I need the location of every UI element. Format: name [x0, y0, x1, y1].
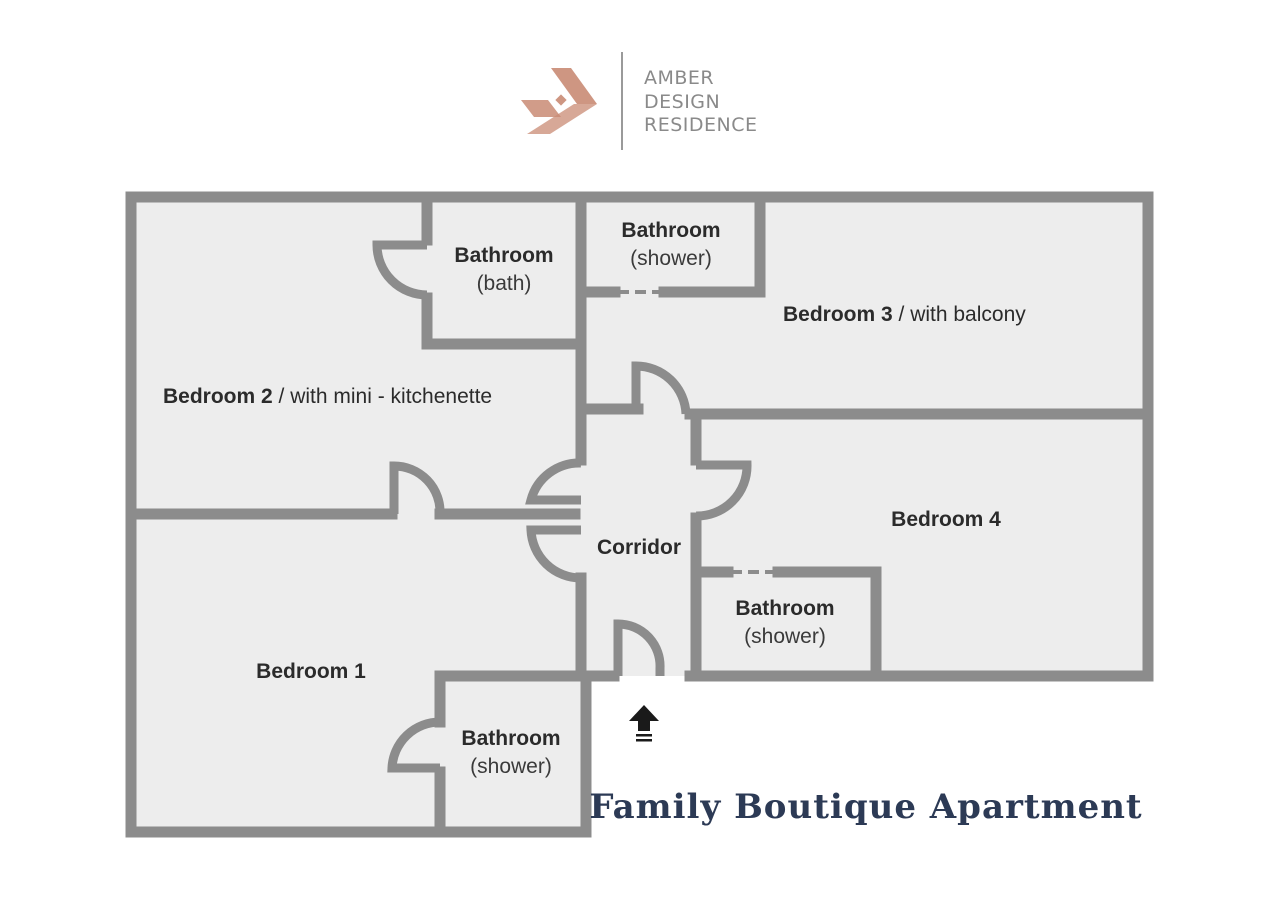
room-label-line: Bedroom 3 / with balcony: [783, 303, 1026, 326]
room-label: Bedroom 3: [783, 303, 893, 326]
room-label-line: Bedroom 2 / with mini - kitchenette: [163, 385, 492, 408]
brand-line-2: DESIGN: [644, 91, 720, 113]
room-bedroom-3: Bedroom 3 / with balcony: [783, 303, 1026, 326]
door-bedroom1: [526, 525, 582, 583]
room-suffix: / with mini - kitchenette: [273, 385, 492, 408]
room-label: Bathroom: [454, 244, 553, 267]
room-label: Bathroom: [461, 727, 560, 750]
room-bath-shower-b4: Bathroom (shower): [735, 597, 834, 648]
door-bath-b1: [387, 717, 441, 773]
room-label: Bedroom 2: [163, 385, 273, 408]
brand-logo: AMBER DESIGN RESIDENCE: [521, 52, 758, 150]
brand-line-1: AMBER: [644, 67, 714, 89]
walls: [125, 191, 1154, 838]
room-bedroom-4: Bedroom 4: [891, 508, 1001, 531]
room-sublabel: (shower): [470, 755, 552, 778]
door-bedroom2-bedroom1: [389, 461, 445, 515]
room-label: Bedroom 4: [891, 508, 1001, 531]
door-entrance: [613, 619, 665, 676]
amber-logo-icon: [521, 68, 597, 134]
room-bedroom-2: Bedroom 2 / with mini - kitchenette: [163, 385, 492, 408]
room-sublabel: (bath): [477, 272, 532, 295]
room-label: Corridor: [597, 536, 681, 559]
room-bath-shower-top: Bathroom (shower): [621, 219, 720, 270]
room-bedroom-1: Bedroom 1: [256, 660, 366, 683]
entrance-arrow-icon: [629, 705, 659, 742]
brand-line-3: RESIDENCE: [644, 114, 758, 136]
room-bath-shower-b1: Bathroom (shower): [461, 727, 560, 778]
door-bath-bath: [372, 240, 428, 300]
room-label: Bathroom: [735, 597, 834, 620]
floor-fill: [131, 197, 1148, 832]
room-label: Bedroom 1: [256, 660, 366, 683]
room-bath-bath: Bathroom (bath): [454, 244, 553, 295]
door-bedroom4: [695, 460, 752, 521]
room-sublabel: (shower): [744, 625, 826, 648]
plan-title: Family Boutique Apartment: [589, 787, 1142, 827]
room-sublabel: (shower): [630, 247, 712, 270]
sliding-doors: [618, 290, 778, 574]
room-label: Bathroom: [621, 219, 720, 242]
room-suffix: / with balcony: [893, 303, 1027, 326]
door-bedroom3: [631, 361, 691, 415]
door-bedroom2: [525, 458, 582, 505]
doors: [372, 240, 752, 773]
room-corridor: Corridor: [597, 536, 681, 559]
